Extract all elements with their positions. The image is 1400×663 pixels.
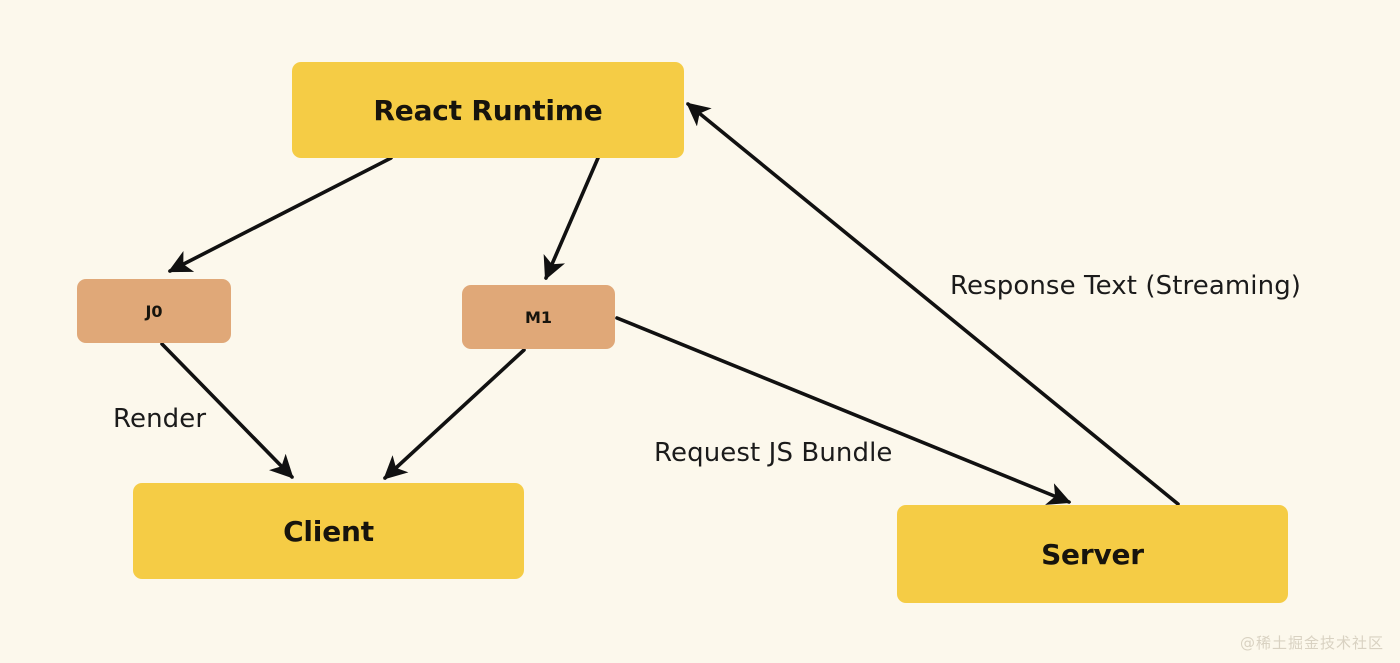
node-j0[interactable]: J0 (77, 279, 231, 343)
node-j0-label: J0 (145, 301, 163, 321)
edge-j0-to-client (160, 342, 294, 479)
node-m1-label: M1 (524, 307, 553, 327)
node-server-label: Server (1041, 537, 1144, 571)
watermark: @稀土掘金技术社区 (1239, 634, 1384, 652)
node-react-runtime[interactable]: React Runtime (292, 62, 684, 158)
node-react-runtime-label: React Runtime (373, 93, 603, 127)
node-server[interactable]: Server (897, 505, 1288, 603)
node-client-label: Client (283, 514, 374, 548)
edge-react-runtime-to-m1 (543, 156, 600, 281)
edge-react-runtime-to-j0 (167, 156, 393, 273)
edge-m1-to-client (383, 348, 526, 480)
edge-label-request-js-bundle: Request JS Bundle (654, 438, 893, 468)
edge-label-render: Render (113, 404, 207, 434)
node-client[interactable]: Client (133, 483, 524, 579)
edge-m1-to-server (615, 316, 1072, 505)
node-m1[interactable]: M1 (462, 285, 615, 349)
edge-label-response-text-streaming: Response Text (Streaming) (950, 271, 1302, 301)
edge-server-to-react-runtime (686, 102, 1180, 506)
